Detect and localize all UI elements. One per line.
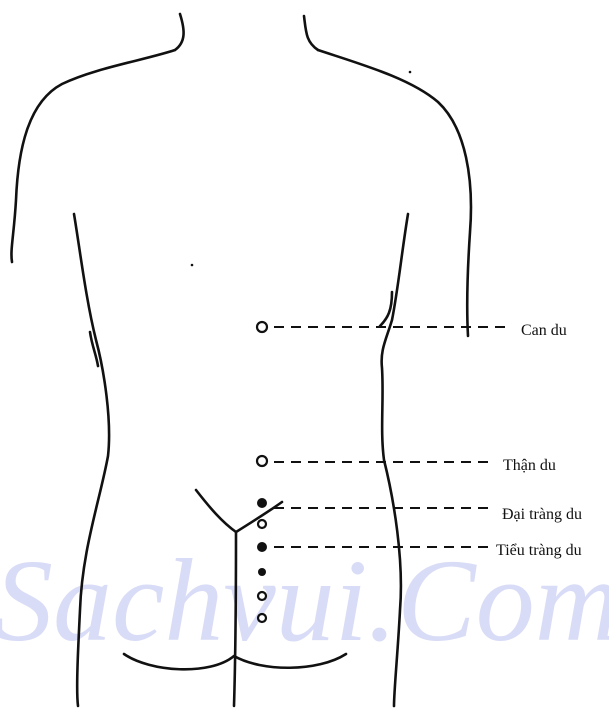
stray-dot [409,71,412,74]
sacrum-left [196,490,236,532]
label-than-du: Thận du [503,457,556,474]
acupoint-dai-trang-du [257,498,267,508]
sacral-point [258,520,266,528]
left-shoulder-arm [11,50,175,262]
right-shoulder-arm [318,50,471,336]
sacral-point [258,568,266,576]
neck-left [175,14,184,50]
stray-dot [191,264,194,267]
acupoint-tieu-trang-du [257,542,267,552]
label-dai-trang-du: Đại tràng du [502,506,582,523]
neck-right [304,16,318,50]
sacral-point [258,592,266,600]
sacral-point [258,614,266,622]
label-can-du: Can du [521,322,567,339]
acupoint-can-du [257,322,267,332]
label-tieu-trang-du: Tiểu tràng du [496,542,582,559]
right-arm-notch [380,292,392,326]
acupoint-than-du [257,456,267,466]
